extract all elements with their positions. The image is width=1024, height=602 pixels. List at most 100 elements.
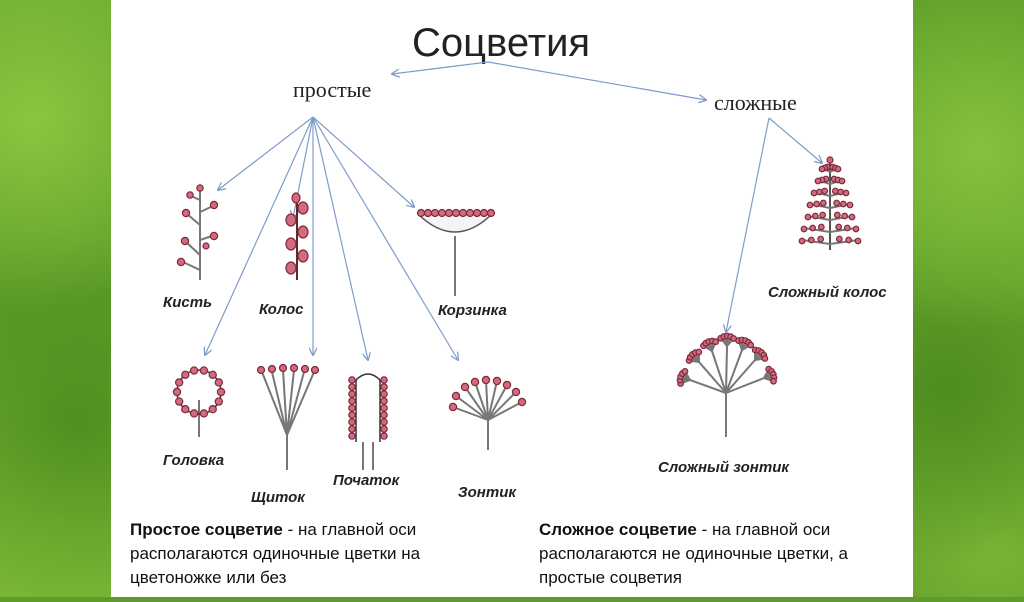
- flower-dot: [682, 369, 688, 375]
- flower-dot: [827, 157, 833, 163]
- arrow-to-spadix: [313, 117, 368, 360]
- flower-dot: [849, 214, 855, 220]
- flower-dot: [217, 388, 224, 395]
- label-spike: Колос: [259, 301, 304, 318]
- flower-dot: [855, 238, 861, 244]
- flower-dot: [748, 342, 754, 348]
- flower-dot: [713, 339, 719, 345]
- flower-dot: [696, 349, 702, 355]
- flower-dot: [482, 376, 489, 383]
- flower-dot: [381, 391, 387, 397]
- flower-dot: [836, 224, 842, 230]
- flower-dot: [810, 225, 816, 231]
- label-raceme: Кисть: [163, 294, 212, 311]
- flower-dot: [833, 188, 839, 194]
- flower-dot: [349, 426, 355, 432]
- flower-dot: [381, 426, 387, 432]
- flower-dot: [349, 391, 355, 397]
- flower-dot: [191, 410, 198, 417]
- flower-dot: [349, 433, 355, 439]
- arrow-to-complex: [488, 62, 706, 100]
- flower-dot: [512, 388, 519, 395]
- flower-dot: [842, 213, 848, 219]
- flower-dot: [815, 178, 821, 184]
- flower-dot: [822, 188, 828, 194]
- arrow-to-compound-spike: [769, 118, 822, 163]
- flower-dot: [381, 384, 387, 390]
- caption-complex: Сложное соцветие - на главной оси распол…: [539, 518, 899, 590]
- flower-dot: [846, 237, 852, 243]
- flower-dot: [801, 226, 807, 232]
- corymb-illustration: [258, 365, 319, 471]
- flower-dot: [471, 378, 478, 385]
- caption-simple-term: Простое соцветие: [130, 520, 283, 539]
- flower-dot: [349, 412, 355, 418]
- flower-dot: [452, 392, 459, 399]
- caption-complex-term: Сложное соцветие: [539, 520, 697, 539]
- spike-illustration: [286, 193, 308, 280]
- diagram-panel: Соцветия простые сложные Кисть Колос: [111, 0, 913, 597]
- flower-dot: [493, 377, 500, 384]
- flower-dot: [834, 200, 840, 206]
- label-corymb: Щиток: [251, 489, 306, 506]
- flower-dot: [835, 212, 841, 218]
- flower-dot: [349, 398, 355, 404]
- flower-dot: [762, 356, 768, 362]
- label-head: Головка: [163, 452, 224, 469]
- flower-dot: [381, 433, 387, 439]
- flower-dot: [173, 388, 180, 395]
- flower-dot: [349, 405, 355, 411]
- arrow-to-raceme: [218, 117, 313, 190]
- umbel-illustration: [449, 376, 525, 450]
- flower-dot: [381, 398, 387, 404]
- flower-dot: [209, 371, 216, 378]
- flower-dot: [811, 190, 817, 196]
- arrow-to-umbel: [313, 117, 458, 360]
- flower-dot: [381, 405, 387, 411]
- flower-dot: [182, 406, 189, 413]
- flower-dot: [176, 379, 183, 386]
- flower-dot: [821, 200, 827, 206]
- flower-dot: [813, 213, 819, 219]
- flower-dot: [200, 367, 207, 374]
- flower-dot: [349, 377, 355, 383]
- right-green-background: [913, 0, 1024, 597]
- diagram-title: Соцветия: [412, 21, 590, 65]
- flower-dot: [771, 378, 777, 384]
- caption-simple: Простое соцветие - на главной оси распол…: [130, 518, 490, 590]
- flower-dot: [853, 226, 859, 232]
- label-spadix: Початок: [333, 472, 401, 489]
- inflorescence-diagram: Соцветия простые сложные Кисть Колос: [111, 0, 913, 597]
- flower-dot: [461, 383, 468, 390]
- category-complex: сложные: [714, 90, 797, 115]
- flower-dot: [838, 189, 844, 195]
- flower-dot: [817, 189, 823, 195]
- compound-spike-illustration: [799, 157, 861, 250]
- flower-dot: [349, 384, 355, 390]
- basket-illustration: [418, 210, 495, 297]
- flower-dot: [807, 202, 813, 208]
- flower-dot: [847, 202, 853, 208]
- flower-dot: [503, 381, 510, 388]
- simple-arrows: [205, 117, 458, 360]
- label-compound-umbel: Сложный зонтик: [658, 459, 790, 476]
- flower-dot: [819, 166, 825, 172]
- flower-dot: [215, 379, 222, 386]
- flower-dot: [845, 225, 851, 231]
- flower-dot: [809, 237, 815, 243]
- flower-dot: [381, 412, 387, 418]
- flower-dot: [841, 201, 847, 207]
- flower-dot: [818, 236, 824, 242]
- flower-dot: [176, 398, 183, 405]
- spadix-illustration: [349, 374, 387, 470]
- arrow-to-basket: [313, 117, 414, 207]
- label-compound-spike: Сложный колос: [768, 284, 887, 301]
- flower-dot: [215, 398, 222, 405]
- flower-dot: [837, 236, 843, 242]
- label-umbel: Зонтик: [458, 484, 517, 501]
- flower-dot: [843, 190, 849, 196]
- flower-dot: [209, 406, 216, 413]
- flower-dot: [799, 238, 805, 244]
- flower-dot: [839, 178, 845, 184]
- flower-dot: [182, 371, 189, 378]
